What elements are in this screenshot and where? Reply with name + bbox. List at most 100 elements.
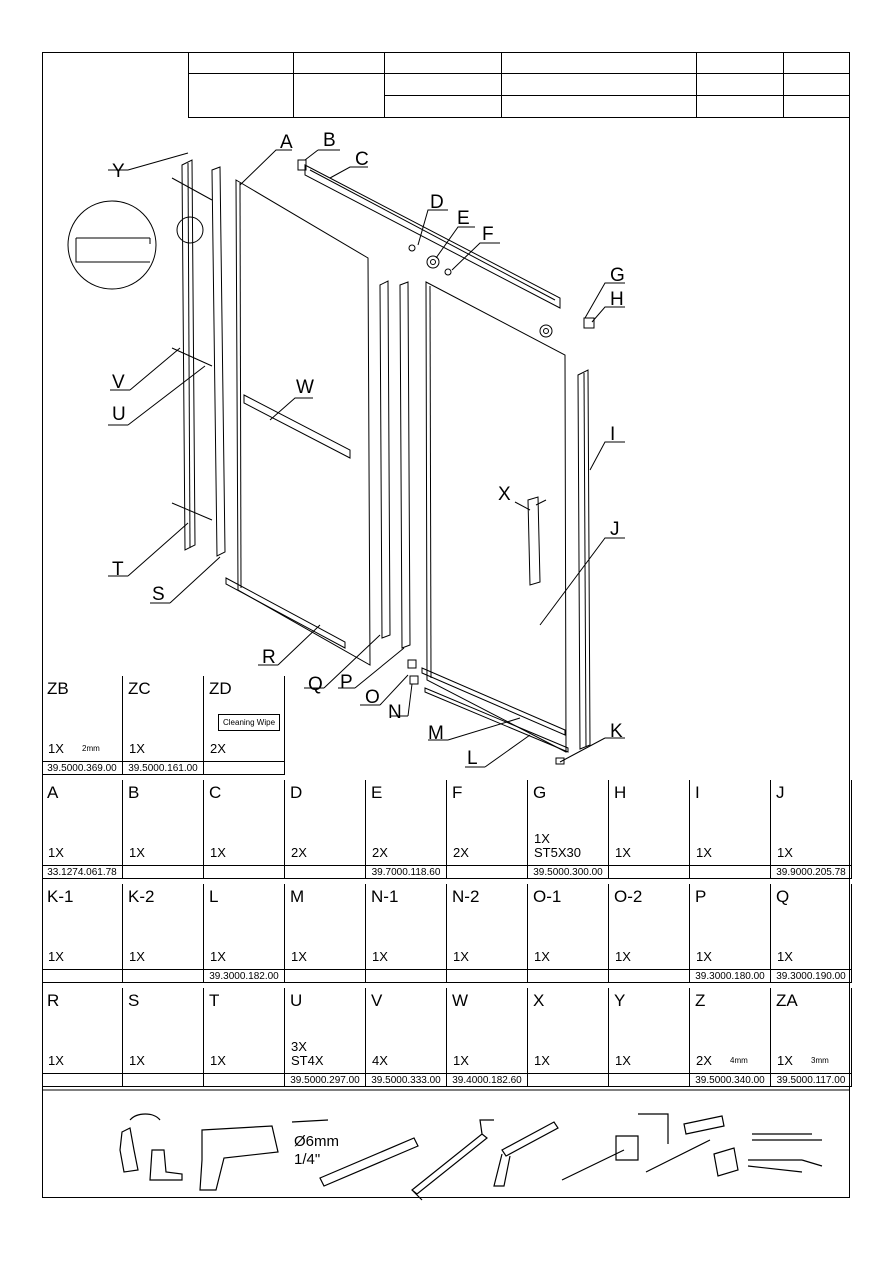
callout-w: W xyxy=(296,377,314,398)
part-code-cell xyxy=(285,970,366,983)
part-code: 39.5000.340.00 xyxy=(695,1075,765,1086)
exploded-assembly-drawing: A B C D E F G H I J K L M N O P Q R S T … xyxy=(67,130,625,769)
level-icon xyxy=(319,1137,419,1187)
part-letter: B xyxy=(128,783,140,802)
part-code: 39.5000.297.00 xyxy=(290,1075,360,1086)
part-quantity: 1X xyxy=(534,949,550,964)
callout-p: P xyxy=(340,672,353,693)
callout-u: U xyxy=(112,404,126,425)
part-code-cell xyxy=(204,1074,285,1087)
part-letter: N-2 xyxy=(452,887,480,906)
part-quantity: 1X xyxy=(534,1053,550,1068)
part-spec: ST4X xyxy=(291,1053,324,1068)
part-letter: U xyxy=(290,991,303,1010)
fixed-glass-panel-a xyxy=(235,179,371,666)
part-note: 2mm xyxy=(82,744,100,753)
part-quantity: 1X xyxy=(696,949,712,964)
part-code-cell: 39.5000.333.00 xyxy=(366,1074,447,1087)
part-code-cell xyxy=(366,970,447,983)
part-code: 33.1274.061.78 xyxy=(47,867,117,878)
part-code-cell: 39.3000.190.00 xyxy=(771,970,852,983)
part-letter: ZD xyxy=(209,679,232,698)
part-spec: ST5X30 xyxy=(534,845,581,860)
part-cell-j: J 1X xyxy=(771,780,852,866)
part-quantity: 1X xyxy=(48,1053,64,1068)
callout-r: R xyxy=(262,647,276,668)
part-quantity: 2X xyxy=(291,845,307,860)
part-letter: R xyxy=(47,991,60,1010)
part-code: 39.9000.205.78 xyxy=(776,867,846,878)
part-code-cell: 39.5000.300.00 xyxy=(528,866,609,879)
part-cell-e: E 2X xyxy=(366,780,447,866)
part-letter: K-1 xyxy=(47,887,74,906)
part-letter: E xyxy=(371,783,383,802)
part-note: 4mm xyxy=(730,1056,748,1065)
callout-j: J xyxy=(610,519,620,540)
goggles-icon xyxy=(129,1113,161,1121)
part-letter: Y xyxy=(614,991,626,1010)
boots-icon xyxy=(149,1149,183,1181)
part-code: 39.5000.333.00 xyxy=(371,1075,441,1086)
part-note: 3mm xyxy=(811,1056,829,1065)
part-code-cell xyxy=(609,866,690,879)
part-quantity: 1X xyxy=(372,949,388,964)
rail-l xyxy=(424,687,569,753)
part-cell-r: R 1X xyxy=(42,988,123,1074)
part-code-cell: 39.5000.161.00 xyxy=(123,762,204,775)
towel-bar-w xyxy=(243,394,351,459)
part-letter: ZB xyxy=(47,679,69,698)
sliding-door-j xyxy=(425,281,567,753)
part-code-cell xyxy=(609,970,690,983)
part-quantity: 1X xyxy=(210,845,226,860)
part-quantity: 1X xyxy=(453,1053,469,1068)
part-cell-c: C 1X xyxy=(204,780,285,866)
part-code: 39.3000.182.00 xyxy=(209,971,279,982)
part-letter: S xyxy=(128,991,140,1010)
callout-v: V xyxy=(112,372,125,393)
part-quantity: 1X xyxy=(129,1053,145,1068)
part-quantity: 1X xyxy=(696,845,712,860)
part-code-cell: 39.3000.180.00 xyxy=(690,970,771,983)
part-quantity: 2X xyxy=(372,845,388,860)
part-quantity: 1X xyxy=(777,845,793,860)
part-quantity: 1X xyxy=(48,845,64,860)
part-code-cell xyxy=(123,970,204,983)
part-code-cell xyxy=(204,866,285,879)
part-code-cell xyxy=(204,762,285,775)
tape-measure-icon xyxy=(713,1147,739,1177)
part-code: 39.5000.117.00 xyxy=(776,1075,846,1086)
part-code: 39.7000.118.60 xyxy=(371,867,441,878)
part-letter: T xyxy=(209,991,220,1010)
part-code-cell: 39.5000.369.00 xyxy=(42,762,123,775)
part-quantity: 1X xyxy=(615,949,631,964)
part-letter: M xyxy=(290,887,305,906)
part-code-cell: 39.5000.117.00 xyxy=(771,1074,852,1087)
part-quantity: 1X xyxy=(129,845,145,860)
drill-icon xyxy=(199,1125,279,1191)
part-code-cell: 33.1274.061.78 xyxy=(42,866,123,879)
part-letter: ZC xyxy=(128,679,151,698)
part-letter: O-1 xyxy=(533,887,562,906)
part-letter: P xyxy=(695,887,707,906)
part-letter: ZA xyxy=(776,991,798,1010)
part-letter: N-1 xyxy=(371,887,399,906)
part-code-cell: 39.5000.340.00 xyxy=(690,1074,771,1087)
part-code-cell xyxy=(447,970,528,983)
callout-n: N xyxy=(388,702,402,723)
part-letter: J xyxy=(776,783,785,802)
header-table xyxy=(188,52,850,118)
part-letter: C xyxy=(209,783,222,802)
part-cell-s: S 1X xyxy=(123,988,204,1074)
part-letter: O-2 xyxy=(614,887,643,906)
part-letter: L xyxy=(209,887,219,906)
detail-circle xyxy=(67,200,157,290)
part-code: 39.5000.161.00 xyxy=(128,763,198,774)
